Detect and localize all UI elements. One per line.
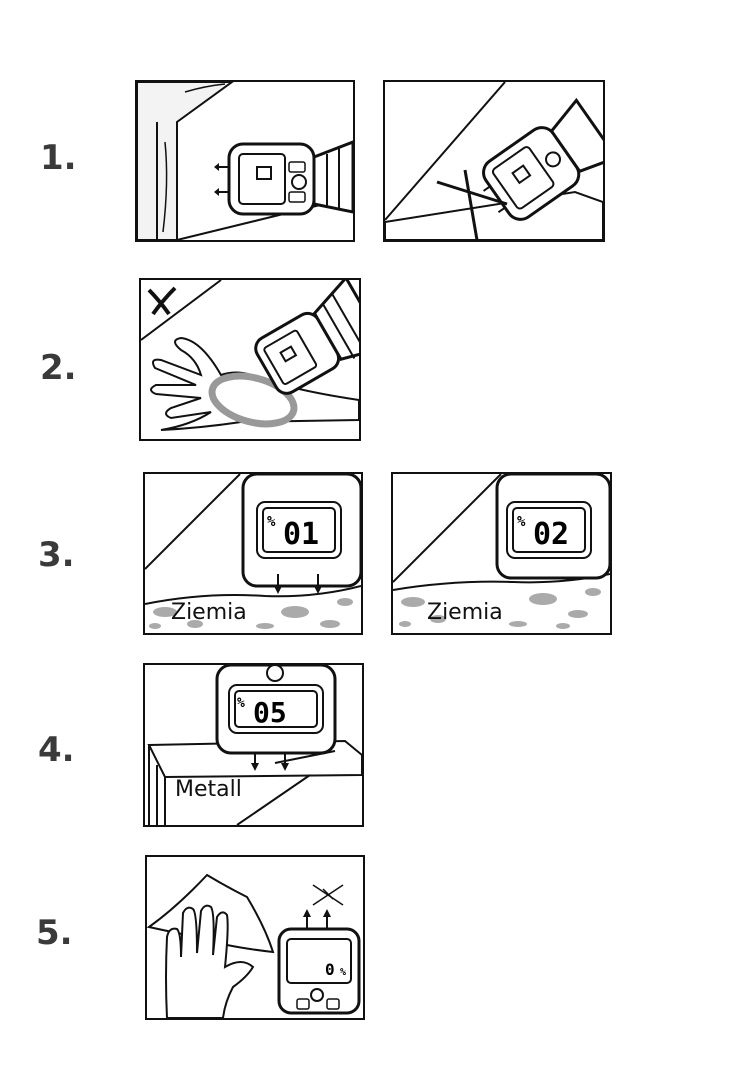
soil-texture <box>149 598 353 629</box>
svg-text:05: 05 <box>253 696 287 729</box>
svg-text:%: % <box>517 514 526 530</box>
hand-icon <box>150 336 359 431</box>
meter-device: % 02 <box>495 474 610 580</box>
soil-label: Ziemia <box>171 600 247 625</box>
step5-panel: 0 % <box>145 855 365 1020</box>
step-number-3: 3. <box>38 535 75 575</box>
meter-in-soil-illustration: % 02 <box>393 474 610 629</box>
meter-device: % 05 <box>215 665 337 771</box>
meter-device <box>482 97 603 221</box>
cross-mark-icon <box>147 286 177 316</box>
meter-on-wood-illustration <box>137 82 353 240</box>
meter-in-soil-illustration: % 01 <box>145 474 361 629</box>
soil-texture <box>399 588 601 629</box>
meter-on-metal-illustration: % 05 <box>147 665 362 825</box>
step-number-1: 1. <box>40 138 77 178</box>
soil-label: Ziemia <box>427 600 503 625</box>
step-number-5: 5. <box>36 913 73 953</box>
sparkle-icon <box>312 884 344 906</box>
step-number-2: 2. <box>40 348 77 388</box>
hand-icon <box>165 904 255 1018</box>
svg-text:0: 0 <box>325 960 335 979</box>
step3-left-panel: % 01 Ziemia <box>143 472 363 635</box>
svg-text:%: % <box>340 967 346 978</box>
metal-label: Metall <box>175 777 242 802</box>
meter-on-hand-illustration <box>141 280 359 431</box>
step1-incorrect-panel <box>383 80 605 242</box>
cleaning-meter-illustration: 0 % <box>147 873 361 1018</box>
meter-on-corner-illustration <box>385 82 603 240</box>
svg-text:%: % <box>237 696 245 711</box>
svg-text:%: % <box>267 514 276 530</box>
meter-device <box>214 140 353 216</box>
step-number-4: 4. <box>38 730 75 770</box>
svg-text:02: 02 <box>533 517 569 552</box>
meter-device: 0 % <box>277 909 361 1015</box>
svg-text:01: 01 <box>283 517 319 552</box>
cross-mark-icon <box>436 169 508 240</box>
step3-right-panel: % 02 Ziemia <box>391 472 612 635</box>
step1-correct-panel <box>135 80 355 242</box>
meter-device: % 01 <box>241 474 361 594</box>
step4-panel: % 05 Metall <box>143 663 364 827</box>
step2-panel <box>139 278 361 441</box>
meter-device <box>254 280 359 395</box>
